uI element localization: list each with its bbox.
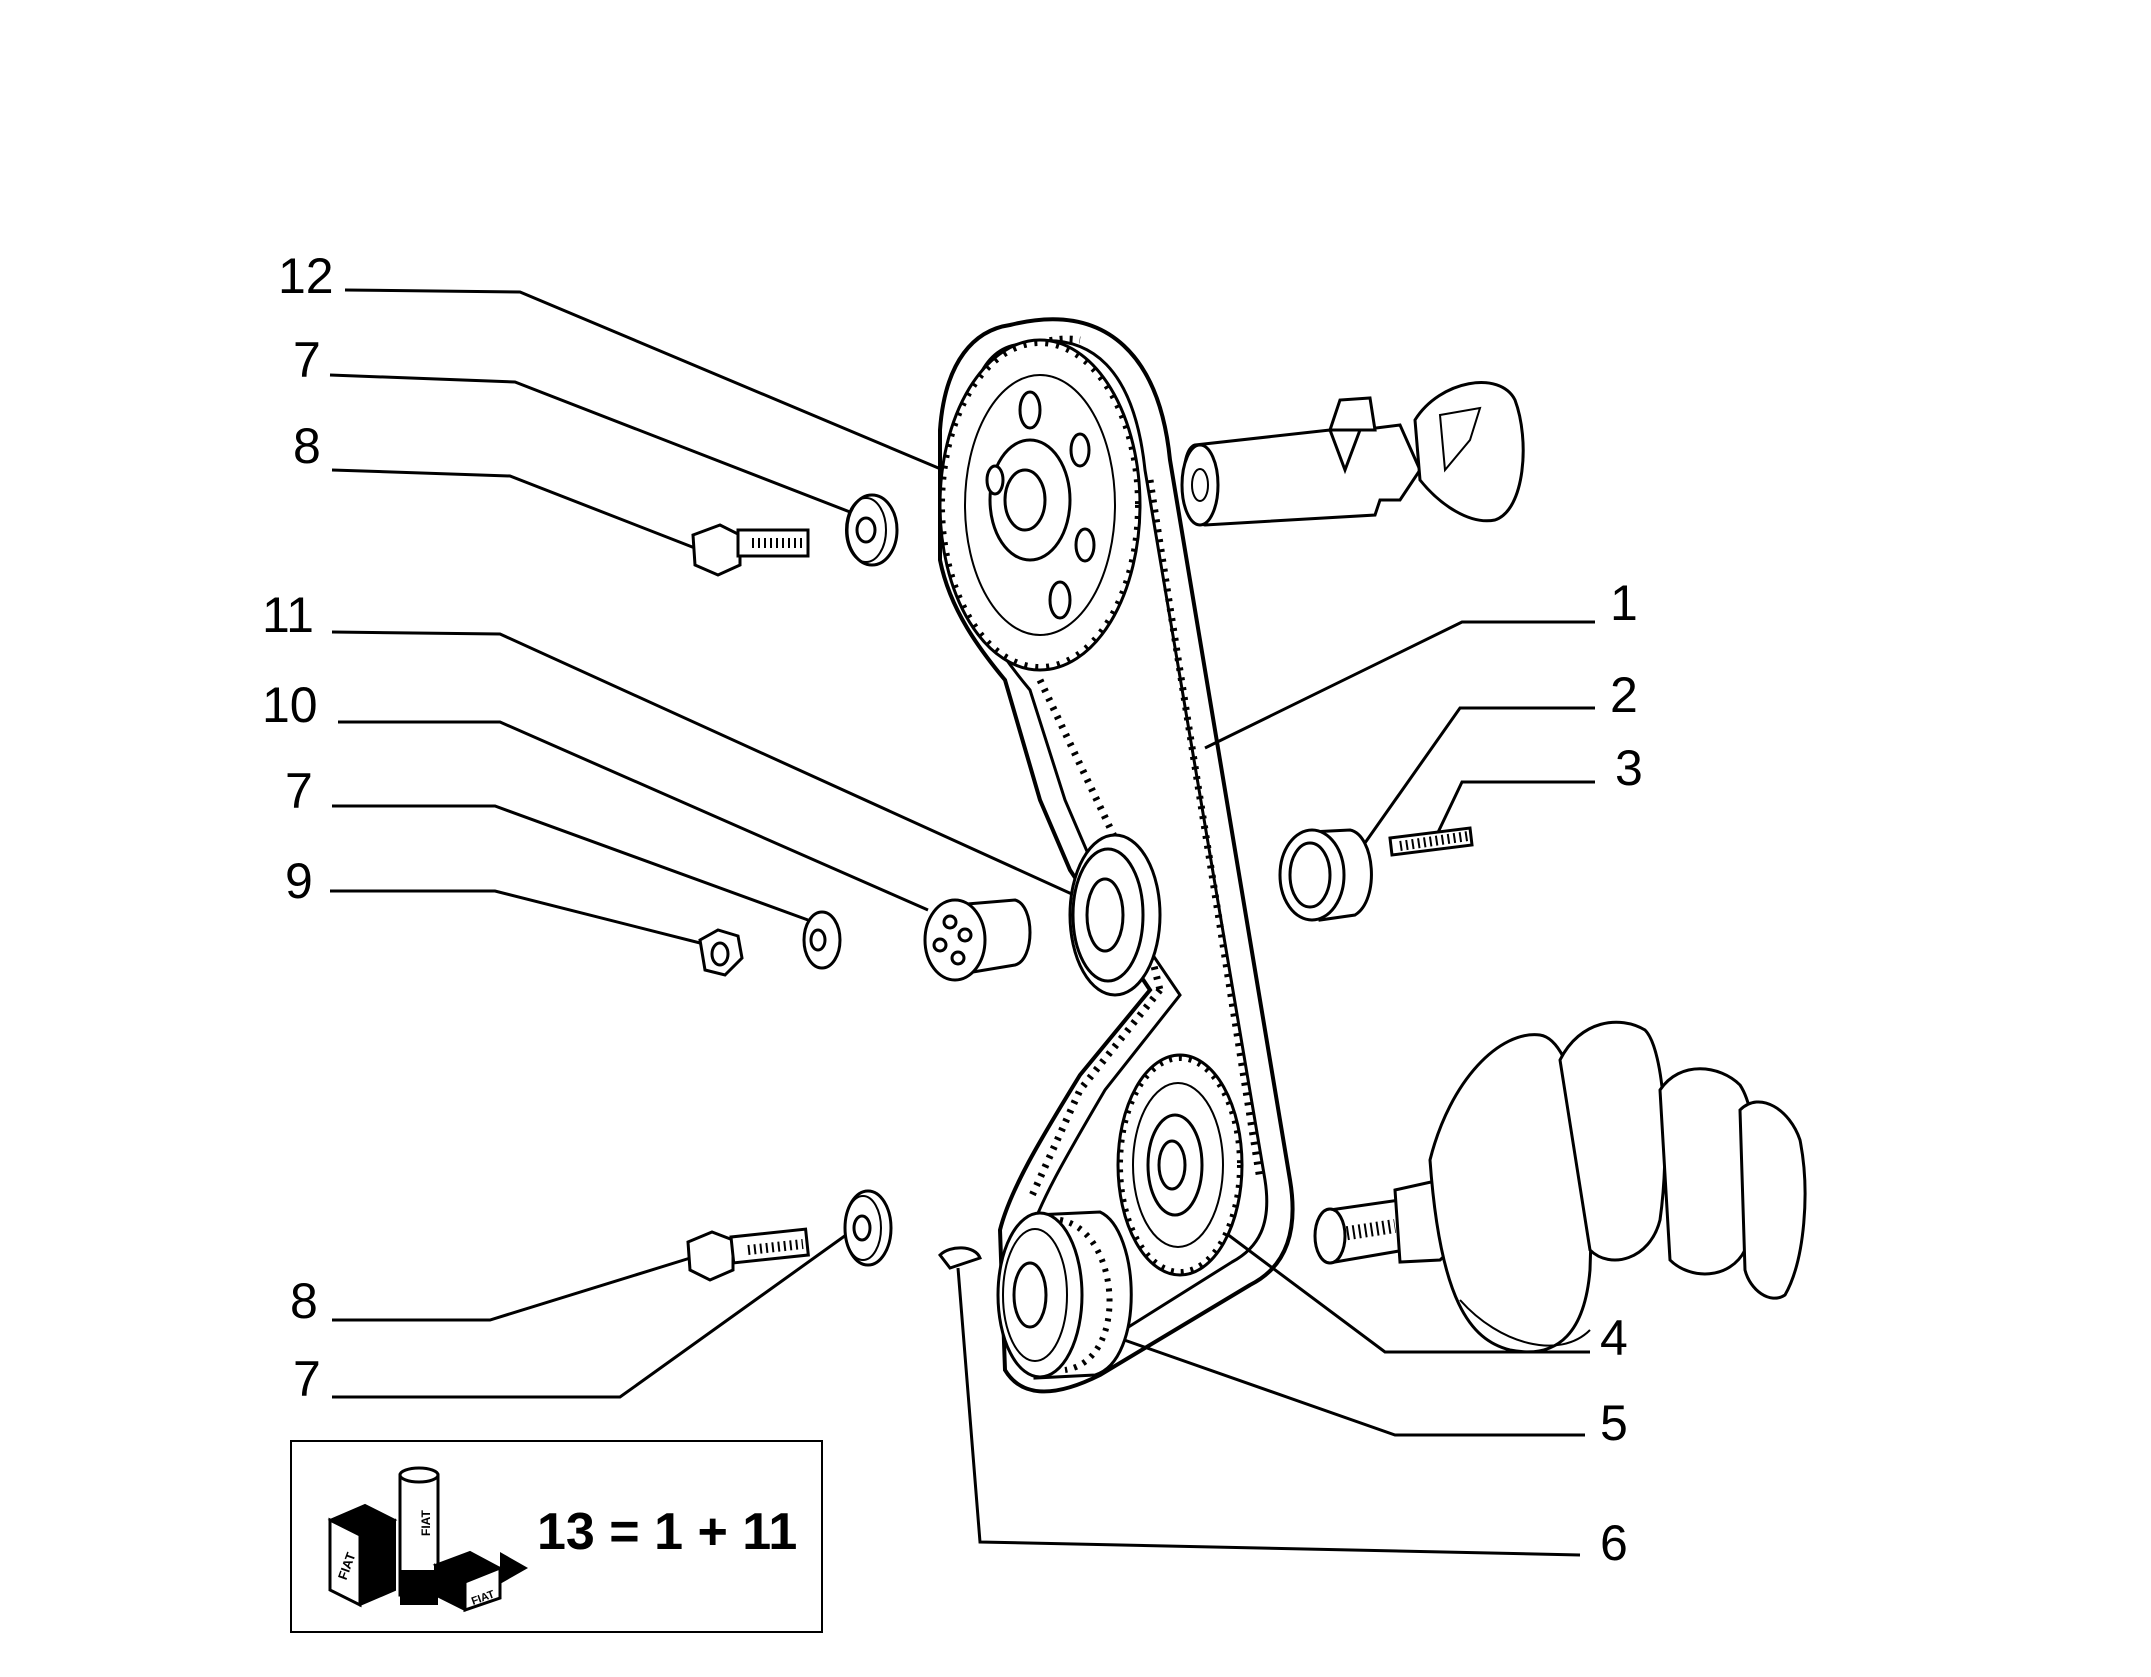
leader-11: [331, 630, 1086, 902]
callout-2: 2: [1610, 667, 1638, 723]
leader-12: [344, 288, 956, 477]
cam-pulley-bore: [1003, 468, 1047, 532]
leader-8-bottom: [332, 1253, 701, 1322]
parts-kit-boxes-icon: FIAT FIAT FIAT: [327, 1466, 528, 1613]
bolt-top: [691, 523, 810, 577]
spacer: [1278, 828, 1373, 922]
cam-pulley-teeth: [939, 340, 1141, 670]
crank-web-front: [1428, 1033, 1593, 1354]
bolt-bottom: [686, 1227, 810, 1282]
cam-lobe: [1327, 396, 1377, 432]
leader-10: [338, 720, 929, 912]
callout-11: 11: [262, 587, 314, 643]
washer-bottom-face: [844, 1195, 882, 1261]
cam-pulley-hole-5: [985, 464, 1005, 496]
leader-9: [330, 889, 709, 947]
callout-7-mid: 7: [285, 763, 313, 819]
kit-formula: 13 = 1 + 11: [537, 1503, 798, 1561]
leader-7-top: [329, 373, 851, 514]
callout-7-bottom: 7: [293, 1351, 321, 1407]
leader-1: [1204, 620, 1595, 750]
key-body: [938, 1246, 982, 1270]
tensioner-bore: [1085, 877, 1125, 953]
callout-10: 10: [262, 677, 318, 733]
pump-pulley-teeth: [1117, 1055, 1243, 1275]
callout-12: 12: [278, 248, 334, 304]
woodruff-key: [938, 1246, 982, 1270]
kit-logo-cylinder: FIAT: [419, 1510, 433, 1536]
spacer-bore: [1288, 841, 1332, 909]
callout-numbers: 12 7 8 11 10 7 9 8 7 1 2 3 4 5 6: [262, 248, 1643, 1571]
crank-pulley-flange: [1002, 1228, 1068, 1362]
camshaft-end: [1180, 443, 1220, 527]
crank-pulley-bore: [1012, 1261, 1048, 1329]
cam-pulley-web: [964, 374, 1116, 636]
pump-pulley-web: [1132, 1082, 1224, 1248]
washer-top: [845, 493, 899, 567]
tensioner-pulley: [1068, 833, 1162, 997]
nut: [698, 928, 744, 977]
callout-5: 5: [1600, 1395, 1628, 1451]
camshaft: [1180, 381, 1525, 527]
callout-3: 3: [1615, 740, 1643, 796]
nut-hole: [710, 941, 730, 967]
stud: [1388, 826, 1474, 857]
leader-8-top: [331, 468, 701, 552]
camshaft-rear-disc: [1413, 381, 1525, 523]
leader-7-mid: [332, 804, 809, 922]
leader-2: [1358, 706, 1595, 851]
cam-pulley-hole-4: [1048, 580, 1072, 620]
leader-6: [956, 1267, 1581, 1557]
belt-teeth-lower-run: [1026, 987, 1163, 1202]
bushing-hole-4: [957, 927, 973, 943]
cam-pulley-hole-2: [1069, 432, 1091, 468]
water-pump-pulley: [1116, 1053, 1244, 1277]
tensioner-race: [1071, 847, 1145, 983]
callout-8-bottom: 8: [290, 1273, 318, 1329]
cam-pulley-hole-1: [1018, 390, 1042, 430]
camshaft-body: [1182, 423, 1422, 527]
crank-snout-thread: [1333, 1219, 1397, 1242]
bushing-hole-2: [932, 937, 948, 953]
kit-info-box: FIAT FIAT FIAT 13 = 1 + 11: [290, 1440, 823, 1633]
washer-top-hole: [855, 516, 877, 544]
camshaft-pulley: [938, 338, 1142, 672]
crank-web-4: [1738, 1100, 1807, 1300]
cam-pulley-hole-3: [1074, 527, 1096, 563]
belt-teeth-right-run: [1146, 479, 1264, 1181]
bushing-face: [923, 898, 987, 982]
leader-7-bottom: [332, 1223, 861, 1399]
washer-bottom-hole: [852, 1214, 872, 1242]
callout-9: 9: [285, 853, 313, 909]
crank-pulley-teeth: [1059, 1217, 1113, 1373]
camshaft-rear-lobe: [1438, 406, 1482, 473]
callout-7-top: 7: [293, 332, 321, 388]
camshaft-end-bore: [1191, 468, 1209, 502]
crankshaft-pulley: [996, 1210, 1133, 1380]
callout-8-top: 8: [293, 418, 321, 474]
pump-pulley-bore: [1157, 1139, 1187, 1191]
bolt-top-shank: [736, 528, 810, 558]
bushing-hole-3: [950, 950, 966, 966]
callout-4: 4: [1600, 1310, 1628, 1366]
belt-outer: [938, 317, 1295, 1394]
washer-top-face: [845, 497, 887, 563]
leader-3: [1430, 780, 1595, 846]
crankshaft: [1313, 1020, 1807, 1354]
washer-middle: [802, 910, 842, 970]
crank-snout-end: [1313, 1207, 1347, 1265]
crank-counterweight: [1459, 1299, 1591, 1347]
callout-6: 6: [1600, 1515, 1628, 1571]
leader-5: [1109, 1333, 1585, 1437]
bolt-top-head: [691, 523, 742, 577]
callout-1: 1: [1610, 575, 1638, 631]
washer-mid-hole: [809, 928, 827, 952]
bolt-bottom-head: [686, 1230, 735, 1282]
eccentric-bushing: [923, 898, 1032, 982]
washer-bottom: [843, 1189, 893, 1267]
bushing-hole-1: [942, 914, 958, 930]
